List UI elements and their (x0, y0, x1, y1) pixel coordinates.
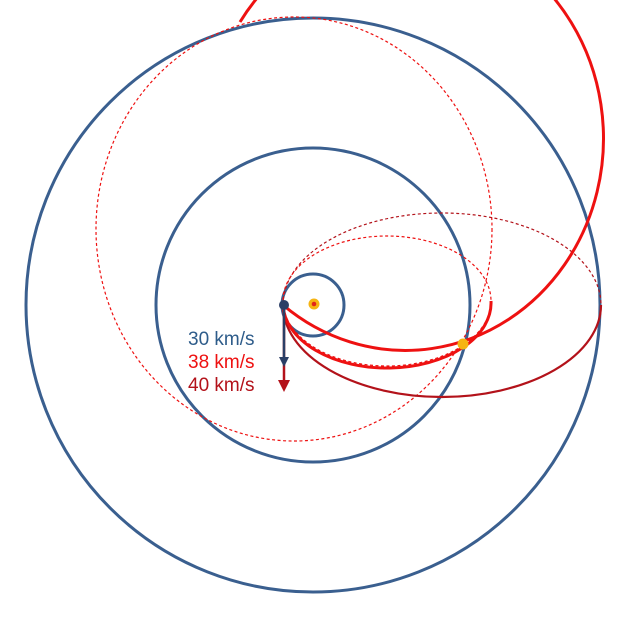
trajectory-38-kms-inner (281, 300, 493, 370)
crossing-point (457, 338, 469, 350)
trajectory-40-kms (281, 304, 603, 399)
transfer-trajectories (238, 0, 605, 399)
dashed-large-orbit (95, 16, 493, 442)
velocity-30-arrowhead (279, 357, 289, 367)
trajectory-38-kms-outer (238, 0, 605, 352)
dashed-wide-orbit (282, 212, 602, 398)
middle-orbit (154, 146, 472, 464)
sun-core (311, 301, 317, 307)
sun (308, 298, 320, 310)
label-40-kms: 40 km/s (188, 375, 255, 396)
velocity-40-arrowhead (278, 380, 290, 392)
label-30-kms: 30 km/s (188, 329, 255, 350)
velocity-labels: 30 km/s 38 km/s 40 km/s (188, 329, 255, 396)
label-38-kms: 38 km/s (188, 352, 255, 373)
dashed-orbit-ellipses (95, 16, 602, 442)
velocity-arrows (278, 305, 290, 392)
earth-dot (279, 300, 289, 310)
